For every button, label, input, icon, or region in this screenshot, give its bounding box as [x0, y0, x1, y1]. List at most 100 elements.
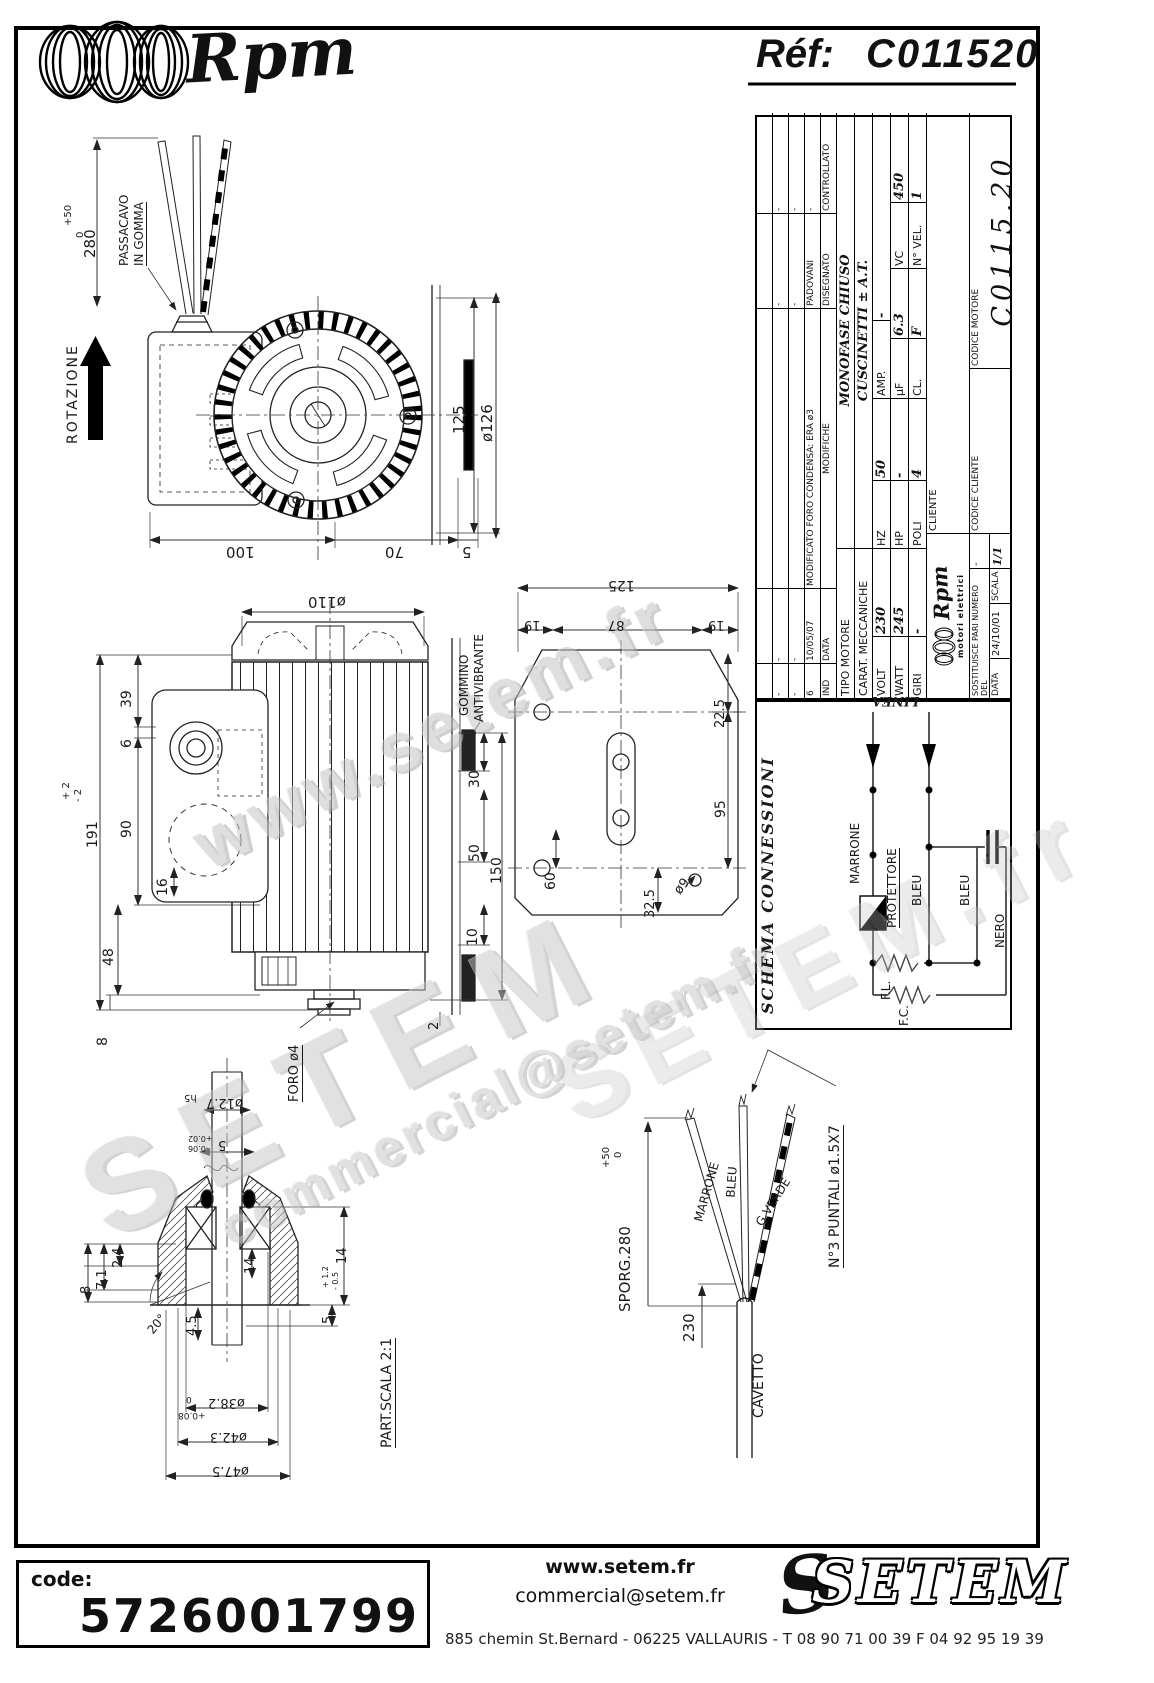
watt-label: WATT — [891, 636, 909, 698]
top-view-dims — [93, 137, 500, 548]
rev-dash: - — [773, 113, 789, 213]
cliente-label: CLIENTE — [927, 113, 970, 533]
setem-logo-text: SETEM — [812, 1548, 1070, 1616]
hp-label: HP — [891, 480, 909, 548]
rev-ind: 6 — [805, 663, 821, 698]
codice-cliente-label: CODICE CLIENTE — [970, 368, 1012, 533]
dim-16: 16 — [155, 878, 171, 896]
sostituisce-label: SOSTITUISCE PARI NUMERO DEL — [970, 568, 990, 698]
shaft-detail-dims — [84, 1106, 350, 1480]
dim-14-tol-plus: + 1.2 — [321, 1266, 330, 1288]
winding-fc: F.C. — [897, 1005, 911, 1026]
title-block: - - - - - - - - 6 10/05/07 MODIFICATO FO… — [755, 113, 1012, 700]
cavetto-label: CAVETTO — [751, 1353, 767, 1418]
poli-value: 4 — [909, 398, 927, 480]
cable-bleu: BLEU — [723, 1165, 740, 1199]
rev-col-ind: IND — [821, 663, 837, 698]
cable-detail — [684, 1093, 796, 1458]
dim-d42-3: ø42.3 — [210, 1429, 247, 1444]
dim-10: 10 — [465, 928, 481, 946]
cl-label: CL. — [909, 338, 927, 398]
dim-191: 191 — [85, 821, 101, 848]
antivibrante-label: ANTIVIBRANTE — [472, 634, 486, 722]
scala-value: 1/1 — [990, 533, 1012, 568]
tipo-motore-value: MONOFASE CHIUSO — [837, 113, 855, 548]
rev-controllato: - — [805, 113, 821, 213]
hz-label: HZ — [873, 480, 891, 548]
dim-90: 90 — [119, 820, 135, 838]
dim-5: 5 — [462, 543, 472, 561]
winding-fl: F.L. — [879, 980, 893, 1000]
ref-value: C011520 — [866, 32, 1040, 76]
dim-39: 39 — [119, 690, 135, 708]
dim-5-tol-plus: +0.02 — [188, 1134, 213, 1143]
uf-value: 6.3 — [891, 268, 909, 338]
rev-data: 10/05/07 — [805, 588, 821, 663]
dim-14a: 14 — [243, 1257, 258, 1274]
amp-value: - — [873, 113, 891, 320]
protettore-label: PROTETTORE — [885, 848, 900, 928]
ref-label: Réf: — [756, 32, 834, 76]
dim-d38-tol-plus: +0.08 — [178, 1410, 206, 1420]
rotation-arrow — [80, 336, 111, 440]
plate-dim-22-5: 22.5 — [713, 699, 728, 728]
rev-col-modifiche: MODIFICHE — [821, 308, 837, 588]
plate-dim-32-5: 32.5 — [643, 889, 658, 918]
codice-motore-label: CODICE MOTORE — [971, 288, 981, 366]
codice-motore-value: C0115.20 — [987, 154, 1012, 327]
nvel-label: N° VEL. — [909, 202, 927, 268]
schema-box — [755, 700, 1012, 1030]
dim-d38-tol-zero: 0 — [186, 1394, 192, 1404]
dim-d38-2: ø38.2 — [208, 1395, 245, 1410]
dim-100: 100 — [226, 543, 255, 561]
cable-detail-dims — [644, 1049, 837, 1348]
tb-logo-rpm: Rpm — [927, 564, 955, 621]
dim-8: 8 — [95, 1037, 111, 1046]
uf-label: µF — [891, 338, 909, 398]
rev-dash: - — [773, 213, 789, 308]
carat-label: CARAT. MECCANICHE — [855, 548, 873, 698]
poli-label: POLI — [909, 480, 927, 548]
schema-title: SCHEMA CONNESSIONI — [758, 756, 777, 1014]
dim-280-tol-plus: +50 — [63, 204, 74, 226]
wire-bleu-2: BLEU — [958, 874, 972, 906]
top-view — [147, 135, 474, 545]
rev-col-disegnato: DISEGNATO — [821, 213, 837, 308]
plate-dim-95: 95 — [713, 800, 729, 818]
plate-dim-87: 87 — [608, 617, 625, 632]
dim-14-tol-minus: - 0.5 — [331, 1271, 340, 1290]
tb-logo-sub: motori elettrici — [955, 573, 965, 659]
rpm-logo-coils — [38, 20, 190, 104]
vc-value: 450 — [891, 113, 909, 202]
hz-value: 50 — [873, 398, 891, 480]
footer-address: 885 chemin St.Bernard - 06225 VALLAURIS … — [445, 1630, 1044, 1648]
footer-email: commercial@setem.fr — [515, 1585, 725, 1607]
amp-label: AMP. — [873, 320, 891, 398]
rev-modifiche: MODIFICATO FORO CONDENSA: ERA ø3 — [805, 308, 821, 588]
dim-6: 6 — [119, 739, 135, 748]
gommino-label: GOMMINO — [457, 654, 471, 716]
code-label: code: — [31, 1567, 93, 1591]
rotazione-label: ROTAZIONE — [65, 344, 81, 444]
dim-5-seat: 5 — [218, 1137, 227, 1152]
rev-col-controllato: CONTROLLATO — [821, 113, 837, 213]
foro-label: FORO ø4 — [287, 1044, 303, 1102]
plate-view-dims — [517, 584, 742, 913]
nvel-value: 1 — [909, 113, 927, 202]
sporg-tol-plus: +50 — [601, 1146, 612, 1168]
data-label: DATA — [990, 658, 1012, 698]
side-view-dims — [96, 608, 508, 1029]
dim-8-detail: 8 — [79, 1285, 94, 1294]
sporg-tol-zero: 0 — [613, 1151, 624, 1158]
linea-label: LINEA — [872, 693, 920, 708]
code-value: 5726001799 — [79, 1589, 420, 1643]
watt-value: 245 — [891, 548, 909, 636]
dim-150: 150 — [489, 857, 505, 884]
code-box: code: 5726001799 — [16, 1560, 430, 1648]
rev-disegnato: PADOVANI — [805, 213, 821, 308]
giri-value: - — [909, 548, 927, 636]
rev-dash: - — [789, 663, 805, 698]
sostituisce-value: - — [970, 533, 990, 568]
rev-dash: - — [773, 663, 789, 698]
